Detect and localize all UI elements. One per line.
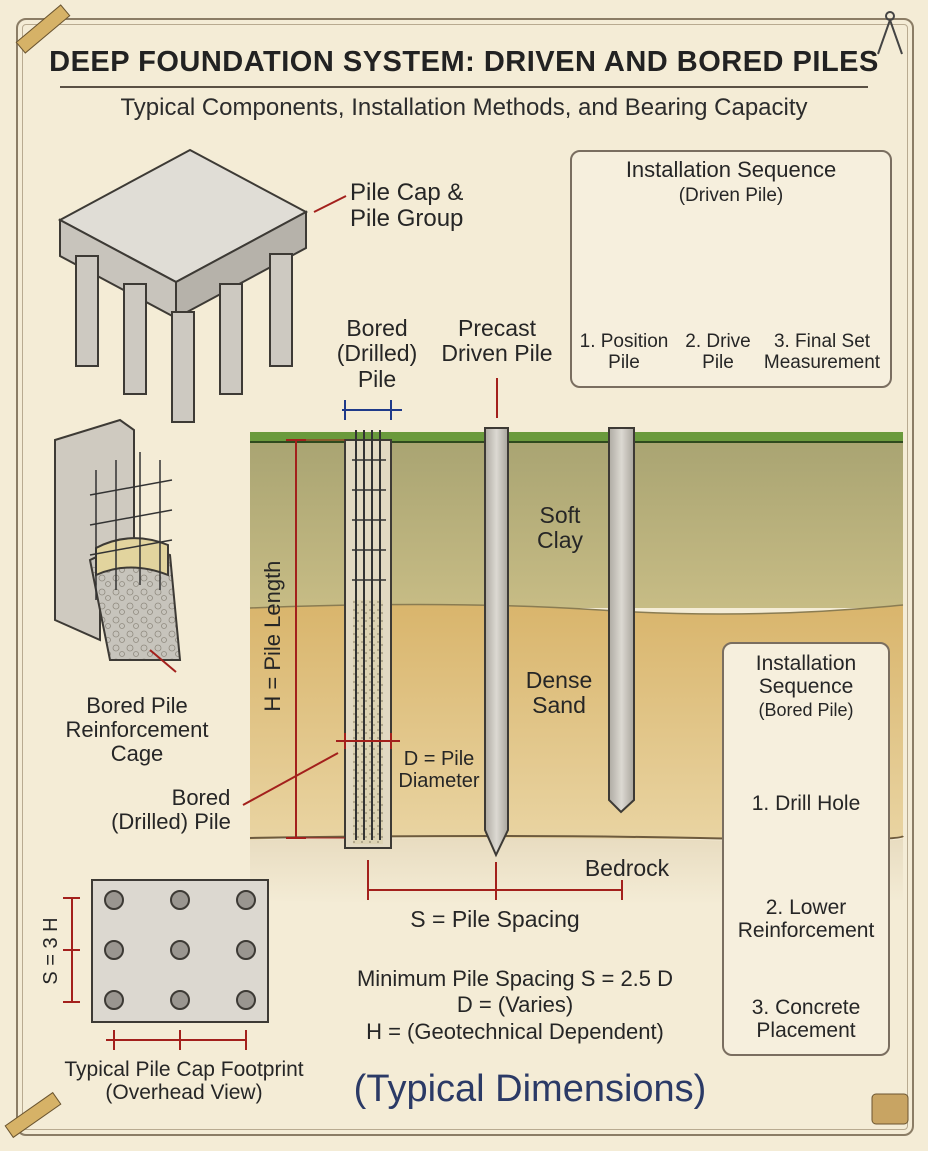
soft-clay-line1: Soft bbox=[539, 502, 581, 528]
pile-diameter-line1: D = Pile bbox=[403, 748, 475, 770]
bored-pile-side-label: Bored (Drilled) Pile bbox=[96, 785, 246, 835]
pile-cap-line2: Pile Group bbox=[350, 205, 464, 233]
ruler-icon bbox=[15, 4, 71, 54]
pile-diameter-label: D = Pile Diameter bbox=[394, 748, 484, 792]
dense-sand-line2: Sand bbox=[532, 692, 586, 719]
soft-clay-line2: Clay bbox=[536, 527, 583, 554]
driven-step-1-line2: Pile bbox=[608, 351, 640, 373]
driven-sequence-title-text: Installation Sequence bbox=[625, 157, 837, 182]
precast-pile-line2: Driven Pile bbox=[441, 340, 553, 367]
bored-pile-side-line1: Bored bbox=[171, 785, 231, 810]
footprint-caption-line1: Typical Pile Cap Footprint bbox=[64, 1058, 304, 1081]
driven-step-1-line1: 1. Position bbox=[579, 331, 669, 352]
dimension-notes: Minimum Pile Spacing S = 2.5 D D = (Vari… bbox=[330, 966, 700, 1045]
footprint-pile bbox=[236, 890, 256, 910]
precast-driven-pile bbox=[484, 427, 635, 858]
bored-pile-top-line2: (Drilled) bbox=[336, 340, 418, 367]
notes-line3: H = (Geotechnical Dependent) bbox=[366, 1018, 664, 1044]
bored-pile-top-label: Bored (Drilled) Pile bbox=[324, 315, 430, 392]
reinforcement-cage-line2: Reinforcement bbox=[65, 717, 209, 743]
footprint-pile bbox=[236, 940, 256, 960]
driven-step-2: 2. Drive Pile bbox=[676, 331, 760, 374]
footprint-side-label: S = 3 H bbox=[40, 917, 62, 985]
dense-sand-label: Dense Sand bbox=[514, 667, 604, 719]
sand-swatch-icon bbox=[871, 1093, 909, 1125]
bored-pile-side-line2: (Drilled) Pile bbox=[111, 809, 231, 835]
driven-step-1: 1. Position Pile bbox=[574, 331, 674, 374]
bored-sequence-panel bbox=[722, 642, 890, 1056]
footprint-pile bbox=[170, 890, 190, 910]
bored-sequence-title-1: Installation bbox=[755, 652, 857, 675]
bored-step-3: 3. Concrete Placement bbox=[722, 996, 890, 1042]
notes-line1: Minimum Pile Spacing S = 2.5 D bbox=[356, 966, 674, 991]
driven-sequence-subtitle: (Driven Pile) bbox=[678, 185, 784, 207]
pile-diameter-line2: Diameter bbox=[398, 770, 480, 792]
footprint-pile bbox=[170, 990, 190, 1010]
bored-step-3-line2: Placement bbox=[756, 1019, 856, 1043]
bored-step-1: 1. Drill Hole bbox=[722, 792, 890, 815]
footprint-caption-line2: (Overhead View) bbox=[105, 1081, 263, 1105]
driven-step-3-line1: 3. Final Set bbox=[773, 331, 871, 352]
driven-step-2-line1: 2. Drive bbox=[685, 331, 751, 352]
pile-spacing-label: S = Pile Spacing bbox=[410, 906, 580, 932]
precast-pile-line1: Precast bbox=[458, 315, 536, 341]
notes-line2: D = (Varies) bbox=[456, 992, 574, 1018]
dimension-lines bbox=[63, 195, 623, 1050]
driven-sequence-panel bbox=[570, 150, 892, 388]
reinforcement-cage-cutaway bbox=[54, 418, 182, 673]
footprint-pile bbox=[104, 990, 124, 1010]
page-frame bbox=[16, 18, 914, 1136]
pile-cap-line1: Pile Cap & bbox=[350, 179, 464, 206]
footprint-pile bbox=[104, 890, 124, 910]
footprint-pile bbox=[236, 990, 256, 1010]
compass-icon bbox=[877, 11, 903, 55]
pile-cap-label: Pile Cap & Pile Group bbox=[350, 179, 464, 233]
bored-step-2-line1: 2. Lower bbox=[765, 896, 847, 919]
page-title: DEEP FOUNDATION SYSTEM: DRIVEN AND BORED… bbox=[49, 46, 879, 78]
page-subtitle: Typical Components, Installation Methods… bbox=[120, 94, 808, 121]
ruler-icon bbox=[4, 1091, 62, 1139]
bored-pile-top-line1: Bored bbox=[346, 315, 408, 341]
bored-step-2: 2. Lower Reinforcement bbox=[722, 896, 890, 942]
bored-sequence-subtitle: (Bored Pile) bbox=[758, 700, 854, 721]
title-divider bbox=[60, 86, 868, 88]
driven-sequence-title: Installation Sequence (Driven Pile) bbox=[570, 157, 892, 207]
pile-cap-isometric bbox=[57, 148, 309, 423]
footprint-caption: Typical Pile Cap Footprint (Overhead Vie… bbox=[46, 1058, 322, 1104]
reinforcement-cage-line3: Cage bbox=[110, 741, 164, 767]
bored-step-1-line1: 1. Drill Hole bbox=[751, 792, 861, 815]
bored-pile-top-line3: Pile bbox=[357, 365, 397, 392]
footprint-pile bbox=[170, 940, 190, 960]
driven-step-2-line2: Pile bbox=[702, 351, 734, 373]
precast-pile-label: Precast Driven Pile bbox=[434, 315, 560, 367]
diameter-blue-dim bbox=[342, 400, 402, 420]
bored-sequence-title: Installation Sequence (Bored Pile) bbox=[722, 652, 890, 721]
bored-step-2-line2: Reinforcement bbox=[737, 919, 875, 943]
footprint-pile bbox=[104, 940, 124, 960]
soft-clay-label: Soft Clay bbox=[520, 502, 600, 554]
reinforcement-cage-line1: Bored Pile bbox=[86, 693, 188, 718]
driven-step-3: 3. Final Set Measurement bbox=[760, 331, 884, 374]
driven-step-3-line2: Measurement bbox=[763, 351, 881, 373]
bored-sequence-title-2: Sequence bbox=[758, 675, 854, 699]
reinforcement-cage-label: Bored Pile Reinforcement Cage bbox=[52, 693, 222, 767]
bored-pile-section bbox=[344, 430, 392, 849]
bored-step-3-line1: 3. Concrete bbox=[751, 996, 861, 1019]
bedrock-label: Bedrock bbox=[584, 855, 670, 881]
typical-dimensions-heading: (Typical Dimensions) bbox=[353, 1068, 707, 1110]
pile-length-label: H = Pile Length bbox=[259, 560, 285, 712]
dense-sand-line1: Dense bbox=[525, 667, 593, 693]
